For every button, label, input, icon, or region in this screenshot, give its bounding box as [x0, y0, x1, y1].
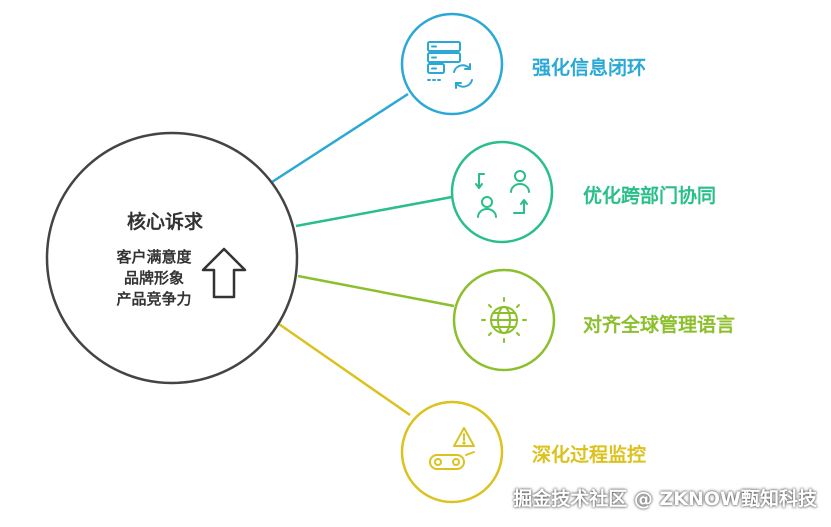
people-exchange-icon — [475, 170, 530, 218]
center-circle — [45, 131, 299, 385]
center-item-2: 品牌形象 — [123, 269, 184, 287]
node-circle-1 — [400, 12, 504, 116]
node-circle-4 — [400, 400, 504, 504]
server-sync-icon — [427, 41, 473, 89]
globe-icon — [481, 297, 527, 343]
center-title: 核心诉求 — [126, 211, 203, 233]
node-label-4: 深化过程监控 — [532, 444, 647, 466]
center-item-1: 客户满意度 — [116, 248, 192, 266]
connector-1 — [271, 92, 409, 184]
node-circle-2 — [450, 140, 554, 244]
node-label-2: 优化跨部门协同 — [583, 185, 717, 207]
node-label-3: 对齐全球管理语言 — [583, 314, 736, 336]
watermark: 掘金技术社区 @ ZKNOW甄知科技 — [513, 488, 817, 510]
node-label-1: 强化信息闭环 — [532, 57, 647, 79]
conveyor-warning-icon — [429, 427, 475, 470]
connector-3 — [297, 274, 455, 308]
connector-4 — [275, 320, 411, 417]
up-arrow-icon — [201, 247, 247, 299]
center-item-3: 产品竞争力 — [116, 290, 192, 308]
connector-2 — [295, 195, 453, 228]
